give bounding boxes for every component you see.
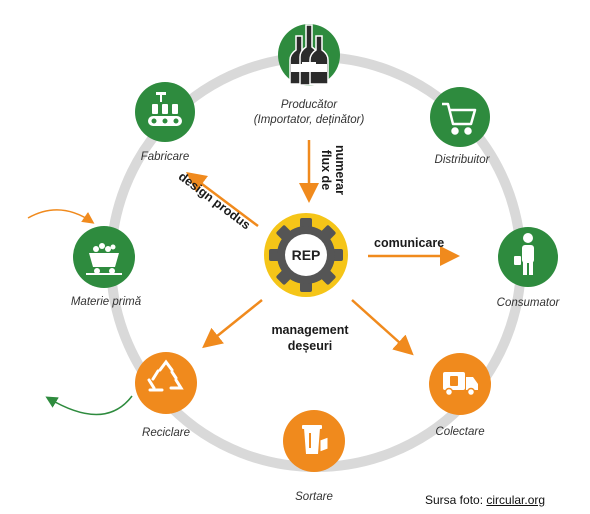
rep-label: REP xyxy=(292,247,321,263)
distribuitor-label: Distribuitor xyxy=(435,154,491,166)
output-curve-arrow xyxy=(45,395,133,416)
shopping-cart-icon xyxy=(442,102,477,135)
design-produs-label: design produs xyxy=(176,169,253,232)
bottles-icon xyxy=(289,24,329,86)
reciclare-label: Reciclare xyxy=(142,427,190,439)
materie-prima-label: Materie primă xyxy=(71,296,141,308)
colectare-label: Colectare xyxy=(435,426,484,438)
node-fabricare: Fabricare xyxy=(135,82,195,163)
flux-label-line2: numerar xyxy=(333,145,347,195)
flux-label-line1: flux de xyxy=(319,150,333,190)
node-consumator: Consumator xyxy=(497,227,561,309)
input-curve-arrow xyxy=(27,209,95,224)
producator-sublabel: (Importator, deținător) xyxy=(254,114,365,126)
source-prefix: Sursa foto: xyxy=(425,493,487,507)
consumator-label: Consumator xyxy=(497,297,561,309)
design-arrow xyxy=(186,172,259,227)
node-materie-prima: Materie primă xyxy=(71,226,141,308)
recycle-icon xyxy=(147,359,184,392)
person-bag-icon xyxy=(514,233,534,275)
factory-line-icon xyxy=(148,92,182,126)
sorting-bin-icon xyxy=(302,425,329,454)
node-reciclare: Reciclare xyxy=(135,352,197,439)
source-link[interactable]: circular.org xyxy=(486,493,546,507)
node-colectare: Colectare xyxy=(429,353,491,438)
gear-icon xyxy=(269,218,343,292)
management-label: management xyxy=(271,323,349,337)
sortare-label: Sortare xyxy=(295,491,333,503)
fabricare-label: Fabricare xyxy=(141,151,190,163)
flux-de-numerar-label: flux de numerar xyxy=(319,145,347,195)
management-right-arrow xyxy=(351,299,414,356)
node-sortare: Sortare xyxy=(283,410,345,503)
truck-icon xyxy=(443,372,478,397)
deseuri-label: deșeuri xyxy=(288,339,332,353)
management-left-arrow xyxy=(202,299,263,349)
node-distribuitor: Distribuitor xyxy=(430,87,491,166)
node-producator: Producător (Importator, deținător) xyxy=(254,24,365,126)
comunicare-label: comunicare xyxy=(374,236,444,250)
mine-cart-icon xyxy=(86,243,122,275)
producator-label: Producător xyxy=(281,99,338,111)
photo-source: Sursa foto: circular.org xyxy=(425,493,545,507)
rep-center: REP xyxy=(264,213,348,297)
